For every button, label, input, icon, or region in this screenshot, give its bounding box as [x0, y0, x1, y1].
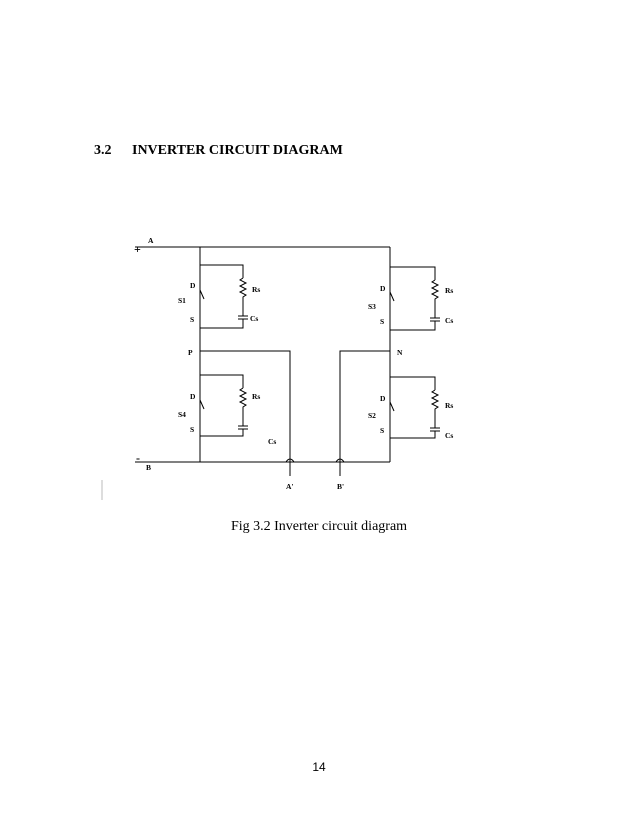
s1-resistor-label: Rs: [252, 285, 260, 294]
s1-switch-label: S1: [178, 296, 186, 305]
section-number: 3.2: [94, 143, 112, 158]
inverter-circuit-diagram: + A - B P N D S1 S Rs Cs D S3 S Rs Cs D …: [101, 236, 453, 500]
snubber-capacitor-label: Cs: [268, 437, 276, 446]
s2-source-label: S: [380, 426, 384, 435]
page-number: 14: [312, 760, 326, 774]
s3-capacitor-label: Cs: [445, 316, 453, 325]
output-a-prime-label: A': [286, 482, 294, 491]
s3-switch-label: S3: [368, 302, 376, 311]
s3-resistor-label: Rs: [445, 286, 453, 295]
section-title: INVERTER CIRCUIT DIAGRAM: [132, 143, 343, 158]
s4-drain-label: D: [190, 392, 196, 401]
s2-switch-label: S2: [368, 411, 376, 420]
positive-terminal: +: [134, 242, 141, 256]
s2-drain-label: D: [380, 394, 386, 403]
negative-terminal: -: [136, 451, 140, 465]
s3-source-label: S: [380, 317, 384, 326]
s2-capacitor-label: Cs: [445, 431, 453, 440]
node-b-label: B: [146, 463, 151, 472]
s4-source-label: S: [190, 425, 194, 434]
s1-source-label: S: [190, 315, 194, 324]
node-a-label: A: [148, 236, 154, 245]
s1-drain-label: D: [190, 281, 196, 290]
node-n-label: N: [397, 348, 403, 357]
output-b-prime-label: B': [337, 482, 344, 491]
s3-drain-label: D: [380, 284, 386, 293]
figure-caption: Fig 3.2 Inverter circuit diagram: [230, 519, 408, 534]
s4-switch-label: S4: [178, 410, 186, 419]
s1-capacitor-label: Cs: [250, 314, 258, 323]
node-p-label: P: [188, 348, 193, 357]
s4-resistor-label: Rs: [252, 392, 260, 401]
s2-resistor-label: Rs: [445, 401, 453, 410]
